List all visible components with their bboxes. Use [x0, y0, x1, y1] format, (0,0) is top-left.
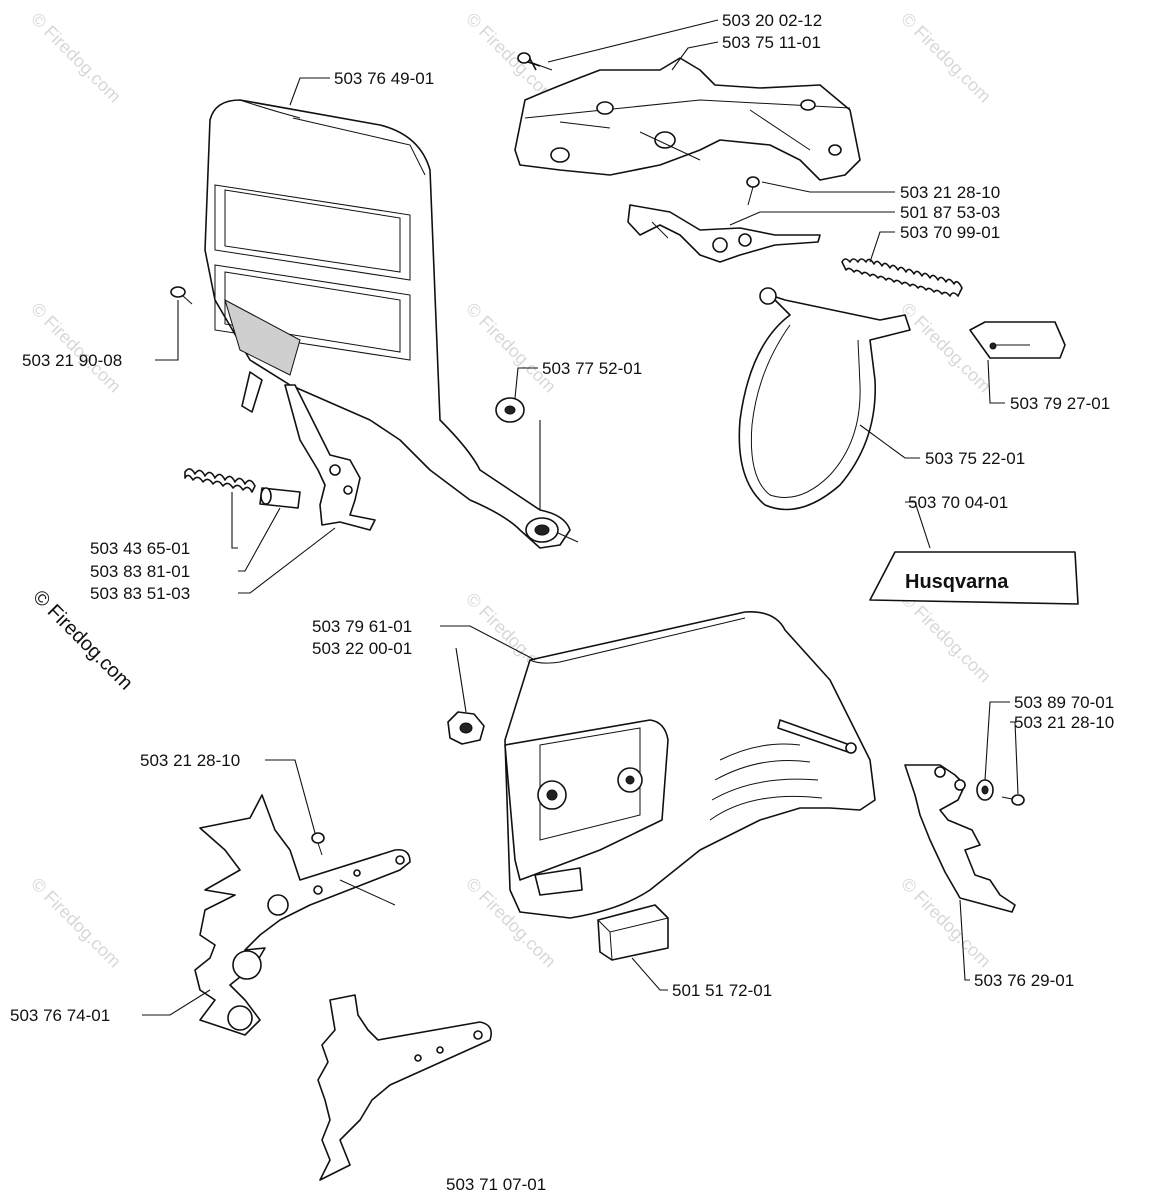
watermark: © Firedog.com — [27, 874, 125, 972]
bushing — [495, 397, 525, 423]
leader-lines — [142, 19, 1019, 1016]
screw-left — [170, 286, 193, 305]
part-number-label: 503 83 81-01 — [90, 562, 190, 581]
part-number-label: 503 21 28-10 — [1014, 713, 1114, 732]
right-small-parts — [976, 779, 1025, 806]
bumper-spike-bottom — [317, 994, 493, 1181]
part-number-label: 503 43 65-01 — [90, 539, 190, 558]
part-number-label: 503 22 00-01 — [312, 639, 412, 658]
part-number-label: 503 83 51-03 — [90, 584, 190, 603]
brake-spring — [841, 258, 963, 297]
part-number-label: 503 71 07-01 — [446, 1175, 546, 1194]
part-number-label: 503 76 29-01 — [974, 971, 1074, 990]
part-number-label: 503 70 04-01 — [908, 493, 1008, 512]
decal-brand-text: Husqvarna — [905, 571, 1009, 593]
part-number-label: 503 76 49-01 — [334, 69, 434, 88]
brake-lever-assembly — [627, 176, 821, 263]
part-number-label: 503 79 61-01 — [312, 617, 412, 636]
cover-nut — [447, 711, 485, 745]
watermark: © Firedog.com — [27, 299, 125, 397]
part-number-label: 503 79 27-01 — [1010, 394, 1110, 413]
chain-catcher — [969, 321, 1066, 359]
sleeve — [259, 487, 301, 509]
watermark: © Firedog.com — [27, 9, 125, 107]
part-number-label: 503 89 70-01 — [1014, 693, 1114, 712]
part-number-labels: 503 20 02-12 503 75 11-01 503 76 49-01 5… — [10, 11, 1114, 1194]
trigger-lever — [284, 384, 376, 531]
watermark: © Firedog.com — [897, 589, 995, 687]
part-number-label: 501 87 53-03 — [900, 203, 1000, 222]
watermark: © Firedog.com — [897, 299, 995, 397]
part-number-label: 503 77 52-01 — [542, 359, 642, 378]
watermark: © Firedog.com — [897, 9, 995, 107]
front-hand-guard — [204, 99, 579, 549]
husqvarna-decal: Husqvarna — [869, 551, 1079, 605]
part-number-label: 503 76 74-01 — [10, 1006, 110, 1025]
part-number-label: 501 51 72-01 — [672, 981, 772, 1000]
bumper-spike-left — [194, 794, 411, 1036]
part-number-label: 503 21 28-10 — [140, 751, 240, 770]
part-number-label: 503 75 22-01 — [925, 449, 1025, 468]
clutch-cover — [504, 611, 876, 919]
part-number-label: 503 20 02-12 — [722, 11, 822, 30]
watermark: © Firedog.com — [462, 299, 560, 397]
felt-pad — [597, 904, 669, 961]
part-number-label: 503 75 11-01 — [722, 33, 821, 52]
part-number-label: 503 70 99-01 — [900, 223, 1000, 242]
spring-small — [184, 468, 256, 493]
brake-band — [738, 287, 911, 511]
part-number-label: 503 21 90-08 — [22, 351, 122, 370]
chain-guard-plate — [514, 52, 861, 181]
bumper-spike-right — [904, 764, 1016, 913]
part-number-label: 503 21 28-10 — [900, 183, 1000, 202]
